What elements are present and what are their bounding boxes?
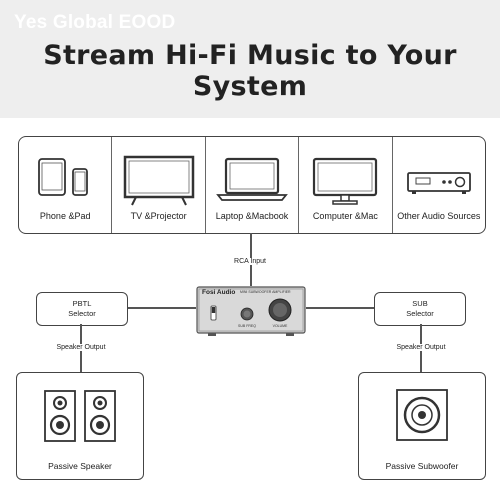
source-laptop: Laptop &Macbook bbox=[206, 137, 300, 233]
subwoofer-icon bbox=[396, 389, 448, 441]
passive-subwoofer-box: Passive Subwoofer bbox=[358, 372, 486, 480]
pbtl-selector-line2: Selector bbox=[68, 309, 96, 318]
amplifier: Fosi Audio MINI SUBWOOFER AMPLIFIER SUB … bbox=[196, 286, 306, 342]
audio-device-icon bbox=[406, 172, 471, 194]
source-tv: TV &Projector bbox=[112, 137, 206, 233]
source-label: Phone &Pad bbox=[39, 211, 91, 221]
source-phone-pad: Phone &Pad bbox=[19, 137, 113, 233]
passive-speaker-label: Passive Speaker bbox=[48, 461, 112, 471]
speaker-output-right-label: Speaker Output bbox=[388, 344, 454, 351]
right-selector-connector bbox=[306, 307, 374, 309]
phone-pad-icon bbox=[38, 158, 89, 196]
passive-subwoofer-label: Passive Subwoofer bbox=[385, 461, 459, 471]
amp-knob-left-label: SUB FREQ bbox=[238, 324, 256, 328]
pbtl-selector-line1: PBTL bbox=[72, 299, 92, 308]
source-label: TV &Projector bbox=[130, 211, 187, 221]
speaker-pair-icon bbox=[44, 390, 116, 442]
watermark: Yes Global EOOD bbox=[14, 12, 176, 33]
tv-icon bbox=[123, 155, 194, 206]
passive-speaker-box: Passive Speaker bbox=[16, 372, 144, 480]
headline: Stream Hi-Fi Music to Your System bbox=[43, 40, 457, 102]
sources-panel: Phone &Pad TV &Projector Laptop &Macbook… bbox=[18, 136, 486, 234]
amplifier-illustration bbox=[196, 286, 306, 336]
speaker-output-left-label: Speaker Output bbox=[48, 344, 114, 351]
source-computer: Computer &Mac bbox=[299, 137, 393, 233]
sub-selector-box: SUB Selector bbox=[374, 292, 466, 326]
monitor-icon bbox=[313, 157, 378, 205]
sub-selector-line1: SUB bbox=[412, 299, 428, 308]
amp-brand: Fosi Audio bbox=[202, 289, 236, 296]
pbtl-selector-box: PBTL Selector bbox=[36, 292, 128, 326]
source-label: Computer &Mac bbox=[312, 211, 378, 221]
left-selector-connector bbox=[98, 307, 196, 309]
header-banner: Yes Global EOOD Stream Hi-Fi Music to Yo… bbox=[0, 0, 500, 118]
laptop-icon bbox=[216, 157, 288, 201]
amp-knob-right-label: VOLUME bbox=[272, 324, 288, 328]
amp-model: MINI SUBWOOFER AMPLIFIER bbox=[240, 290, 291, 294]
sub-selector-line2: Selector bbox=[406, 309, 434, 318]
rca-input-label: RCA Input bbox=[220, 258, 280, 265]
source-other-audio: Other Audio Sources bbox=[393, 137, 485, 233]
source-label: Other Audio Sources bbox=[397, 211, 481, 221]
source-label: Laptop &Macbook bbox=[215, 211, 289, 221]
